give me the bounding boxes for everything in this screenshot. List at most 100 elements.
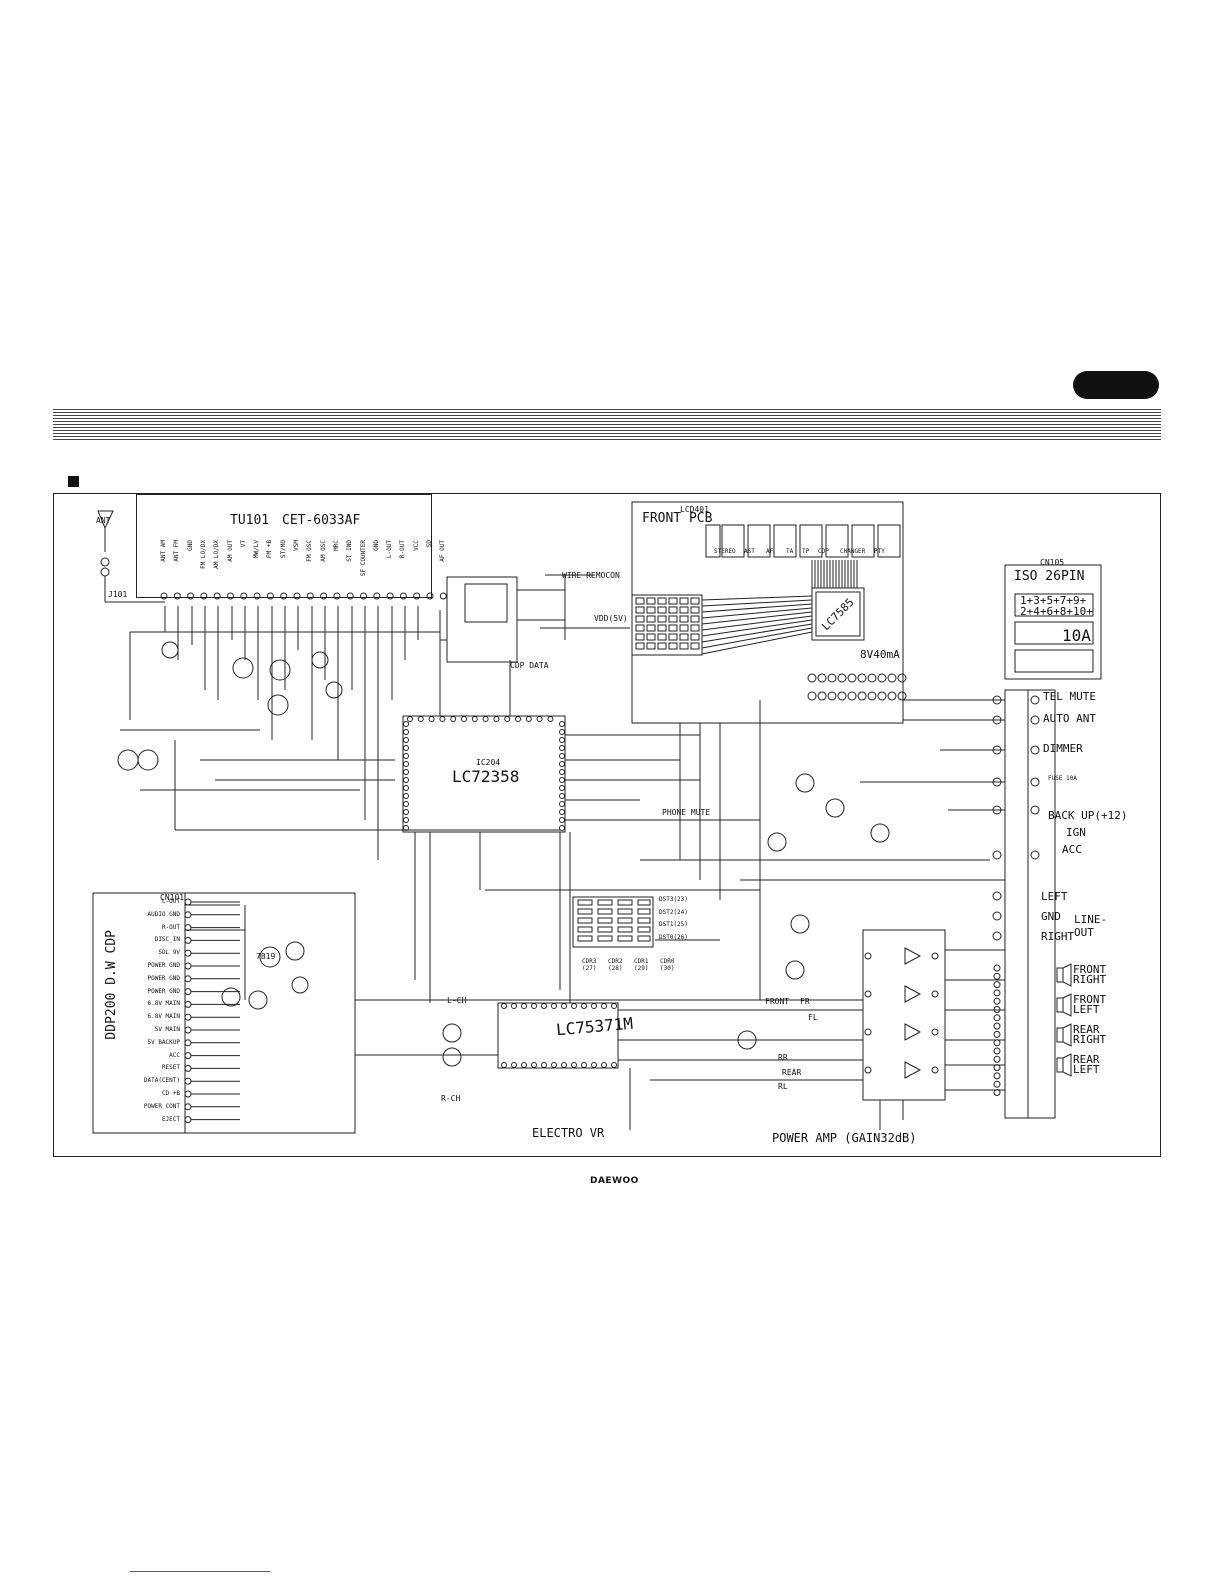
tuner-pin-label: SF COUNTER [359, 540, 367, 577]
speaker-icon [1062, 1053, 1072, 1077]
key-switch [690, 624, 700, 632]
footer-link-underline[interactable] [130, 1571, 270, 1572]
lcd-trace [701, 627, 813, 649]
ic-pin [403, 825, 409, 831]
resistor [597, 926, 613, 933]
dst-label: DST3(23) [659, 896, 688, 903]
tuner-pin [360, 592, 367, 600]
iso-title: ISO 26PIN [1014, 569, 1085, 584]
speaker-icon [1062, 963, 1072, 987]
cdp-pin-label: SOL 9V [158, 949, 180, 957]
ic-pin [439, 716, 446, 722]
tuner-pin [333, 592, 341, 600]
cdp-pin [184, 1090, 192, 1098]
speaker-icon [1062, 1023, 1072, 1047]
ic-pin [403, 809, 409, 815]
iso-pin [1030, 805, 1040, 815]
ic-pin [403, 801, 409, 807]
speaker-icon [1056, 967, 1064, 983]
panel-button [827, 673, 837, 683]
cdp-pin [184, 1103, 192, 1111]
brand-logo: DAEWOO [590, 1176, 639, 1186]
cdp-pin [184, 911, 192, 919]
resistor [637, 899, 651, 906]
key-switch [690, 633, 700, 641]
dst-label: DST2(24) [659, 908, 688, 916]
ic-pin [403, 761, 409, 767]
speaker-pin [993, 1039, 1001, 1047]
key-switch [679, 633, 689, 641]
dst-label: DST0(26) [659, 933, 688, 941]
tuner-pin [200, 592, 208, 600]
panel-button [847, 673, 857, 683]
ic-pin [559, 785, 565, 791]
page-tab-badge [1073, 371, 1159, 399]
cdp-pin [184, 1116, 192, 1124]
vr-pin [581, 1003, 587, 1009]
vr-pin [611, 1062, 617, 1068]
ic-pin [482, 716, 489, 722]
line-out-pin-label: LEFT [1041, 890, 1068, 903]
speaker-pin [993, 1030, 1001, 1038]
amp-pin [931, 1028, 939, 1036]
tuner-pin-label: ANT FM [173, 540, 181, 562]
key-switch [679, 597, 689, 605]
lcd-trace [701, 603, 813, 613]
resistor [577, 899, 593, 906]
resistor [637, 926, 651, 933]
iso-signal-label: DIMMER [1043, 742, 1083, 755]
vr-pin [511, 1003, 517, 1009]
ic-pin [559, 801, 565, 807]
vr-pin [541, 1062, 547, 1068]
cdp-pin [184, 1052, 192, 1060]
tuner-pin [439, 592, 447, 600]
cdp-pin-label: RESET [161, 1064, 180, 1072]
key-switch [657, 642, 667, 650]
lcd-trace [701, 619, 813, 637]
ic-pin [504, 716, 511, 722]
key-switch [679, 615, 689, 623]
lcd-trace [701, 615, 813, 631]
tuner-pin-label: ST/MO [279, 540, 287, 559]
ic-pin [403, 777, 409, 783]
lcd-trace [701, 631, 813, 655]
cdp-pin-label: CD +B [161, 1090, 180, 1097]
line-out-pin [992, 931, 1002, 941]
vr-pin [601, 1003, 607, 1009]
vr-pin [521, 1062, 527, 1068]
tuner-pin-label: GND [372, 540, 380, 551]
vr-pin [501, 1062, 507, 1068]
electro-vr-label: ELECTRO VR [532, 1126, 605, 1140]
wire-remocon-label: WIRE REMOCON [562, 571, 620, 580]
channel-fl: FL [808, 1013, 818, 1022]
vr-pin [561, 1062, 567, 1068]
ic-pin [559, 777, 565, 783]
cdp-pin [184, 1077, 192, 1085]
channel-rl: RL [778, 1082, 788, 1091]
resistor [597, 899, 613, 906]
speaker-pin [993, 964, 1001, 972]
amp-pin [931, 1066, 939, 1074]
vr-pin [551, 1003, 557, 1009]
cdp-pin-label: R-OUT [161, 923, 180, 931]
key-switch [635, 633, 645, 641]
channel-rr: RR [778, 1053, 788, 1062]
channel-fr: FR [800, 997, 810, 1006]
tuner-pin [213, 592, 221, 600]
key-switch [668, 597, 678, 605]
key-switch [657, 624, 667, 632]
tuner-pin [227, 592, 234, 600]
resistor [617, 908, 633, 915]
tuner-pin [293, 592, 301, 600]
key-switch [646, 615, 656, 623]
vr-pin [581, 1062, 587, 1068]
panel-button [897, 673, 907, 683]
key-switch [679, 606, 689, 614]
vr-pin [601, 1062, 607, 1068]
cdp-title: DDP200 D.W CDP [104, 930, 119, 1040]
key-switch [657, 597, 667, 605]
ic-pin [403, 785, 409, 791]
speaker-pin [993, 1047, 1001, 1055]
speaker-label: FRONT RIGHT [1073, 963, 1107, 986]
cdp-pin-label: POWER GND [147, 987, 180, 995]
